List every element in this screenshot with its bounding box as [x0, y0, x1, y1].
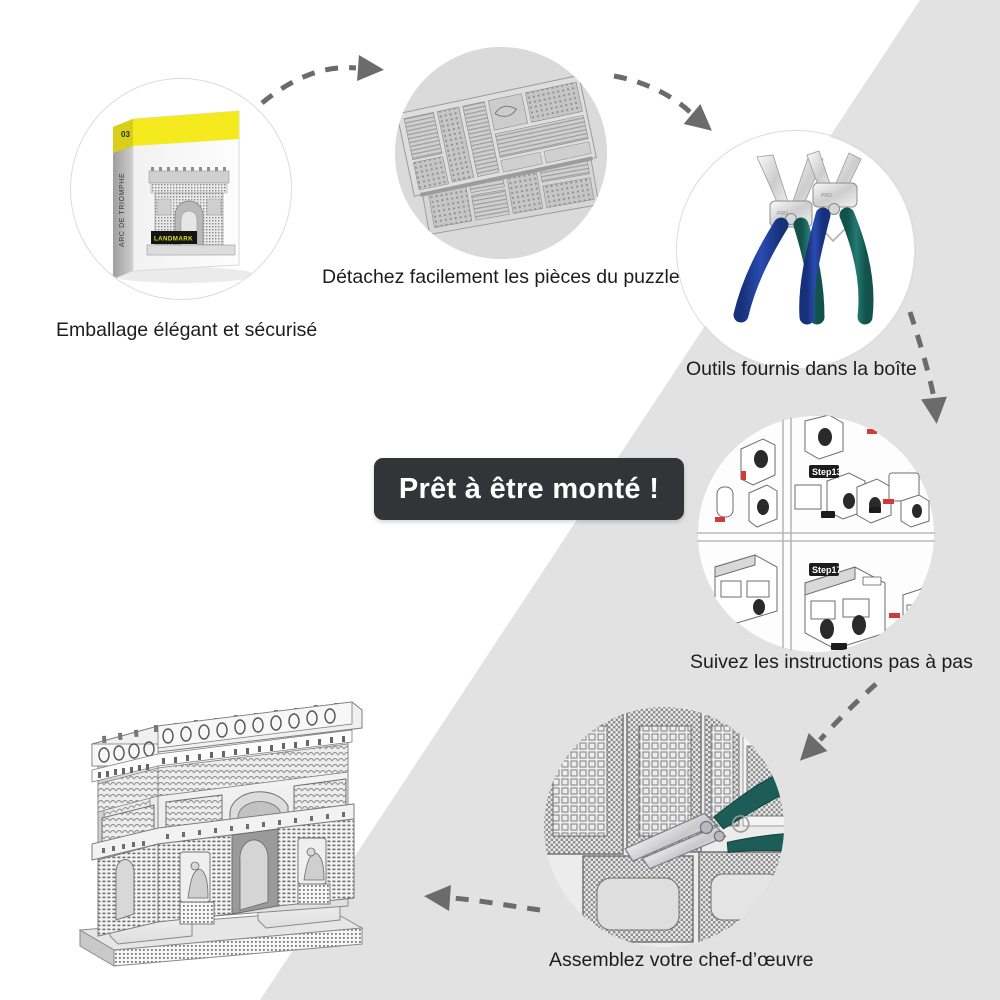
tools-circle-ring	[676, 130, 916, 370]
packaging-caption: Emballage élégant et sécurisé	[56, 319, 318, 341]
instruction-step-label-13: Step13	[812, 467, 842, 477]
packaging-photo: ARC DE TRIOMPHE 03	[71, 79, 291, 299]
instruction-manual-photo: Step13	[697, 415, 935, 653]
svg-text:PRO: PRO	[821, 193, 832, 199]
arc-de-triomphe-model-photo	[62, 648, 374, 978]
svg-text:03: 03	[121, 130, 130, 139]
assemble-caption: Assemblez votre chef-d’œuvre	[549, 949, 814, 971]
banner-label: Prêt à être monté !	[398, 472, 660, 505]
svg-text:PRO: PRO	[777, 211, 788, 217]
instruction-step-label-17: Step17	[812, 565, 842, 575]
svg-text:ARC DE TRIOMPHE: ARC DE TRIOMPHE	[119, 173, 126, 247]
pliers-tools-photo: PRO PRO	[677, 131, 915, 369]
tools-caption: Outils fournis dans la boîte	[686, 358, 917, 380]
assembly-closeup-photo	[543, 706, 785, 948]
detach-pieces-caption: Détachez facilement les pièces du puzzle	[322, 266, 680, 288]
ready-to-assemble-banner: Prêt à être monté !	[374, 458, 684, 520]
packaging-circle-ring	[70, 78, 292, 300]
svg-text:LANDMARK: LANDMARK	[154, 236, 193, 243]
metal-sheets-photo	[395, 47, 607, 259]
instructions-caption: Suivez les instructions pas à pas	[690, 651, 973, 673]
